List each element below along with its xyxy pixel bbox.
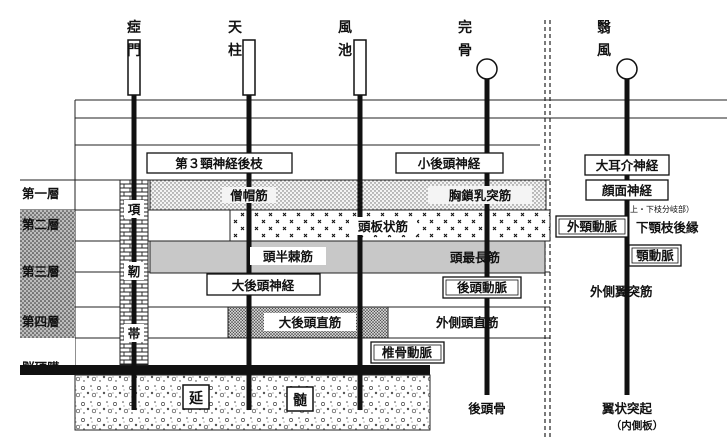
point-fuchi-char2: 池 [338,42,352,59]
point-tenchu-char1: 天 [228,20,243,36]
point-fuchi-char1: 風 [338,20,352,36]
nerve-facial: 顔面神経 [601,183,653,198]
muscle-mandible-posterior: 下顎枝後縁 [636,220,699,235]
nerve-third-occipital: 第３頸神経後枝 [175,156,263,171]
point-tenchu-char2: 柱 [228,42,242,59]
ligament-char-2: 靭 [128,264,141,279]
muscle-sternocleidomastoid: 胸鎖乳突筋 [449,188,512,203]
bone-pterygoid-sub: （内側板） [611,419,664,432]
needles [127,39,638,410]
layer-1-label: 第一層 [22,186,60,201]
muscle-splenius: 頭板状筋 [358,219,409,234]
nerve-great-auricular: 大耳介神経 [596,158,659,173]
point-kankotsu-char1: 完 [458,19,472,36]
muscle-rectus-major: 大後頭直筋 [279,315,342,330]
layer-3-label: 第三層 [22,264,60,279]
ligament-char-3: 帯 [128,326,141,341]
nerve-lesser-occipital: 小後頭神経 [417,156,481,171]
point-eifu-char1: 翳 [597,19,611,36]
point-kankotsu-char2: 骨 [458,42,472,59]
medulla-char-2: 髄 [293,392,308,409]
layer-4-label: 第四層 [22,314,60,329]
nerve-greater-occipital: 大後頭神経 [232,278,295,293]
dura-mater-band [20,365,430,375]
point-yamen-char1: 瘂 [127,19,141,36]
medulla-char-1: 延 [188,390,204,407]
dura-mater-fill [20,338,75,365]
muscle-semispinalis: 頭半棘筋 [263,249,314,264]
artery-vertebral: 椎骨動脈 [381,345,433,360]
muscle-longissimus: 頭最長筋 [450,250,501,265]
point-yamen-char2: 門 [127,43,141,59]
point-eifu-char2: 風 [597,43,611,59]
muscle-lateral-rectus: 外側頭直筋 [435,315,499,330]
muscle-lateral-pterygoid: 外側翼突筋 [589,284,653,299]
artery-external-carotid: 外頸動脈 [566,219,618,234]
artery-maxillary: 顎動脈 [636,248,674,263]
bone-occipital: 後頭骨 [468,401,506,416]
semispinalis-bar [149,240,546,274]
muscle-trapezius: 僧帽筋 [230,188,268,203]
bone-pterygoid: 翼状突起 [601,401,653,416]
layer-dura-label: 脳硬膜 [22,360,60,375]
left-layer-blocks [20,210,75,338]
layer-2-label: 第二層 [22,217,60,232]
ligament-char-1: 項 [128,202,141,217]
nerve-facial-sub: （上・下枝分岐部） [622,204,694,214]
artery-occipital: 後頭動脈 [457,280,508,295]
medulla-region [74,374,431,431]
